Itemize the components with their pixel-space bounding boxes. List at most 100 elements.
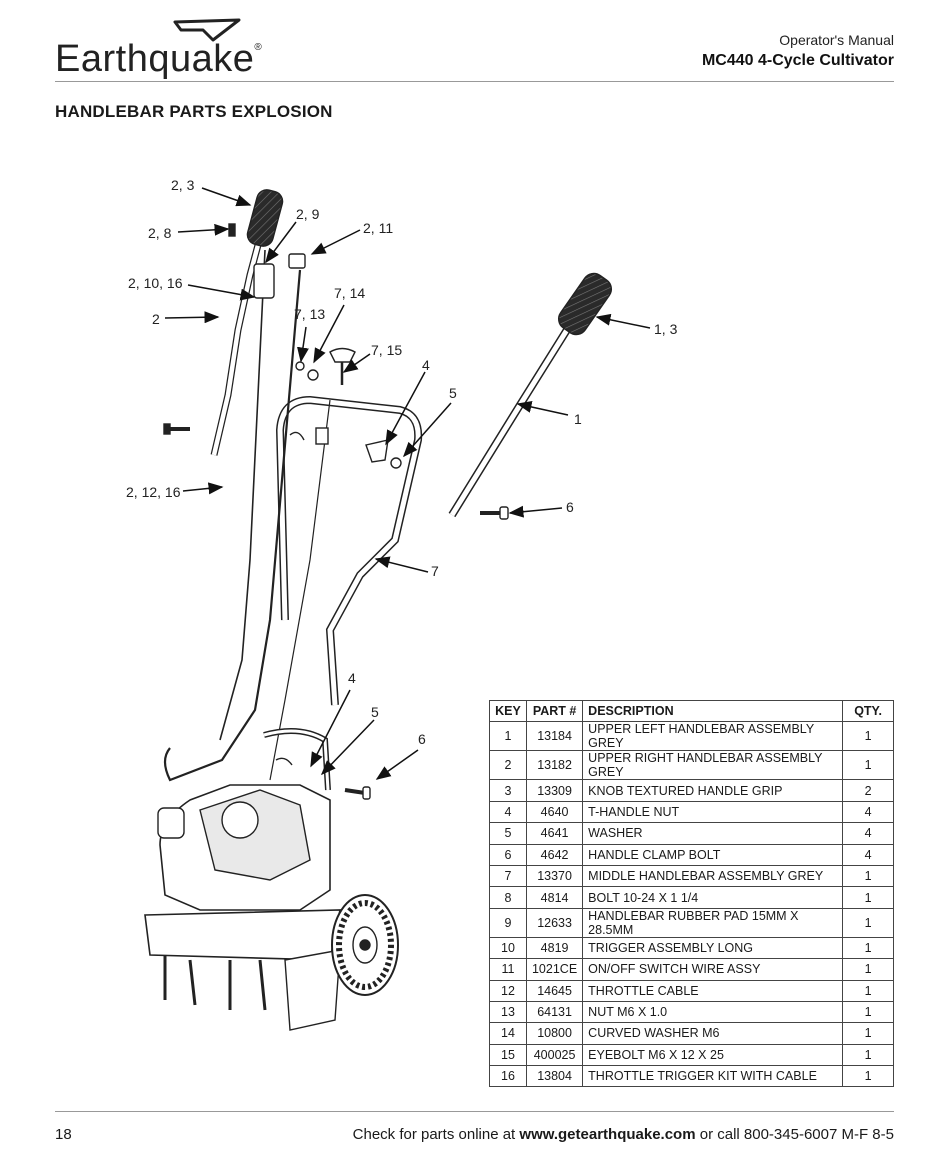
description-cell: BOLT 10-24 X 1 1/4: [582, 886, 844, 909]
qty-cell: 1: [842, 886, 894, 909]
callout-1: 1: [574, 411, 582, 427]
parts-explosion-diagram: 2, 3 2, 8 2, 9 2, 11 2, 10, 16 2 7, 14 7…: [126, 177, 678, 1031]
description-cell: KNOB TEXTURED HANDLE GRIP: [582, 779, 844, 802]
callout-2: 2: [152, 311, 160, 327]
callout-6-lower: 6: [418, 731, 426, 747]
key-cell: 2: [489, 750, 527, 781]
col-header-qty: QTY.: [842, 699, 894, 723]
callout-2-9: 2, 9: [296, 206, 320, 222]
key-cell: 7: [489, 864, 527, 888]
brand-wordmark: Earthquake®: [55, 38, 263, 80]
callout-7: 7: [431, 563, 439, 579]
part-number-cell: 4642: [525, 843, 584, 866]
header-divider: [55, 81, 894, 82]
key-cell: 16: [489, 1065, 527, 1088]
callout-4-lower: 4: [348, 670, 356, 686]
callout-2-10-16: 2, 10, 16: [128, 275, 183, 291]
part-number-cell: 13309: [525, 779, 584, 802]
qty-cell: 1: [842, 721, 894, 752]
key-cell: 10: [489, 936, 527, 960]
part-number-cell: 400025: [525, 1043, 584, 1067]
manual-title: MC440 4-Cycle Cultivator: [701, 52, 894, 69]
description-cell: CURVED WASHER M6: [582, 1022, 844, 1045]
website-link[interactable]: www.getearthquake.com: [519, 1126, 696, 1143]
callout-4-upper: 4: [422, 357, 430, 373]
callout-2-12-16: 2, 12, 16: [126, 484, 181, 500]
qty-cell: 4: [842, 822, 894, 845]
part-number-cell: 13804: [525, 1065, 584, 1088]
description-cell: THROTTLE TRIGGER KIT WITH CABLE: [582, 1065, 844, 1088]
footer-text-after: or call 800-345-6007 M-F 8-5: [695, 1126, 894, 1143]
page-number: 18: [55, 1126, 72, 1143]
qty-cell: 4: [842, 800, 894, 824]
description-cell: UPPER LEFT HANDLEBAR ASSEMBLY GREY: [582, 721, 844, 752]
document-header: Operator's Manual MC440 4-Cycle Cultivat…: [702, 32, 894, 70]
trigger-assembly-10: [253, 263, 275, 299]
callout-2-8: 2, 8: [148, 225, 172, 241]
table-header-row: KEY PART # DESCRIPTION QTY.: [489, 699, 894, 723]
key-cell: 12: [489, 979, 527, 1002]
description-cell: HANDLE CLAMP BOLT: [582, 843, 844, 866]
part-number-cell: 14645: [525, 979, 584, 1002]
qty-cell: 1: [842, 1022, 894, 1045]
qty-cell: 1: [842, 979, 894, 1002]
callout-2-3: 2, 3: [171, 177, 195, 193]
key-cell: 4: [489, 800, 527, 824]
manual-subtitle: Operator's Manual: [779, 32, 894, 48]
qty-cell: 1: [842, 1065, 894, 1088]
part-number-cell: 64131: [525, 1000, 584, 1024]
key-cell: 5: [489, 822, 527, 845]
part-number-cell: 4814: [525, 886, 584, 909]
right-grip-3: [557, 272, 613, 336]
callout-5-upper: 5: [449, 385, 457, 401]
diagram-linework: [144, 189, 613, 1031]
qty-cell: 2: [842, 779, 894, 802]
logo-swoosh-icon: [173, 18, 241, 42]
qty-cell: 1: [842, 1000, 894, 1024]
description-cell: HANDLEBAR RUBBER PAD 15MM X 28.5MM: [582, 907, 844, 938]
switch-11: [288, 253, 306, 269]
callout-6-upper: 6: [566, 499, 574, 515]
key-cell: 3: [489, 779, 527, 802]
key-cell: 15: [489, 1043, 527, 1067]
description-cell: THROTTLE CABLE: [582, 979, 844, 1002]
description-cell: WASHER: [582, 822, 844, 845]
qty-cell: 1: [842, 936, 894, 960]
callout-1-3: 1, 3: [654, 321, 678, 337]
callout-7-13: 7, 13: [294, 306, 325, 322]
key-cell: 9: [489, 907, 527, 938]
qty-cell: 1: [842, 864, 894, 888]
key-cell: 6: [489, 843, 527, 866]
callout-arrows: [164, 187, 651, 780]
description-cell: NUT M6 X 1.0: [582, 1000, 844, 1024]
col-header-part: PART #: [525, 699, 584, 723]
part-number-cell: 13370: [525, 864, 584, 888]
part-number-cell: 12633: [525, 907, 584, 938]
part-number-cell: 13184: [525, 721, 584, 752]
key-cell: 1: [489, 721, 527, 752]
footer-text-before: Check for parts online at: [352, 1126, 520, 1143]
key-cell: 14: [489, 1022, 527, 1045]
col-header-description: DESCRIPTION: [582, 699, 844, 723]
part-number-cell: 4640: [525, 800, 584, 824]
col-header-key: KEY: [489, 699, 527, 723]
key-cell: 8: [489, 886, 527, 909]
description-cell: EYEBOLT M6 X 12 X 25: [582, 1043, 844, 1067]
part-number-cell: 13182: [525, 750, 584, 781]
brand-logo: Earthquake®: [55, 18, 275, 80]
description-cell: UPPER RIGHT HANDLEBAR ASSEMBLY GREY: [582, 750, 844, 781]
